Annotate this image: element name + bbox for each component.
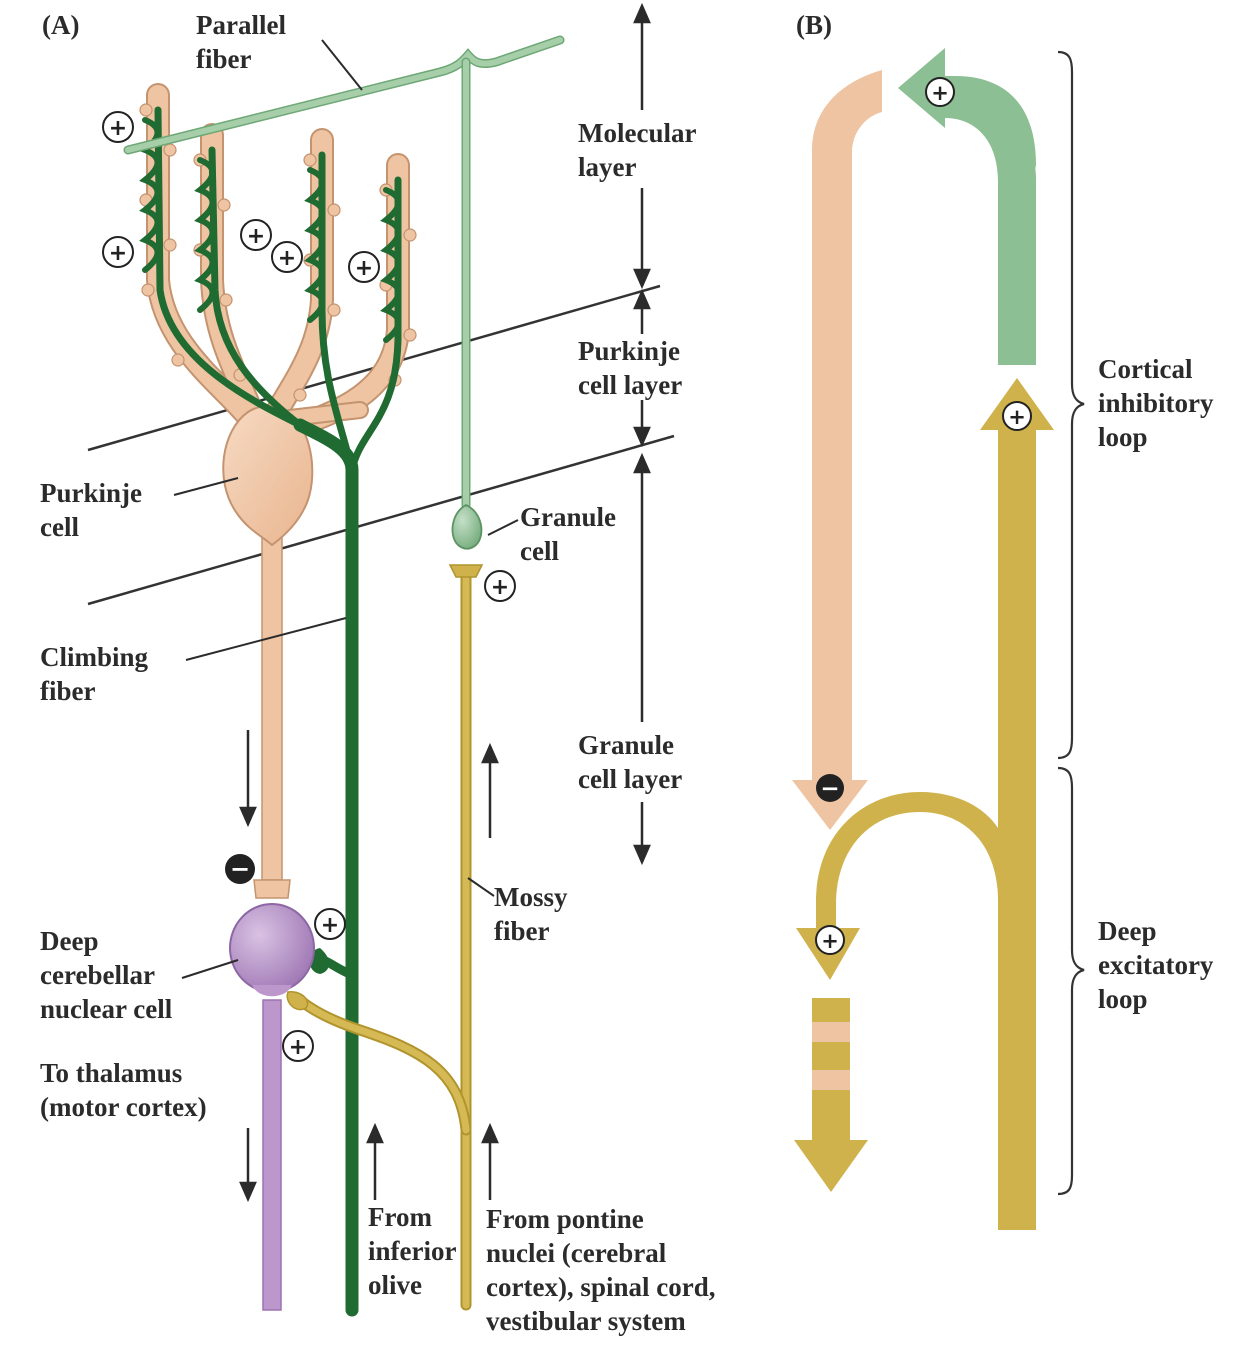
sign-plus-badge: + bbox=[815, 925, 845, 955]
svg-text:+: + bbox=[931, 81, 949, 105]
sign-plus-badge: + bbox=[348, 251, 380, 283]
svg-text:−: − bbox=[820, 776, 839, 802]
svg-text:+: + bbox=[821, 929, 839, 953]
deep-nuclear-axon bbox=[262, 999, 282, 1311]
sign-minus-badge: − bbox=[816, 774, 844, 802]
to-thalamus-label: To thalamus(motor cortex) bbox=[40, 1058, 207, 1122]
svg-text:+: + bbox=[109, 241, 127, 266]
sign-plus-badge: + bbox=[925, 77, 955, 107]
purkinje-axon bbox=[253, 534, 291, 899]
svg-text:−: − bbox=[230, 855, 250, 883]
layer-indicators bbox=[633, 2, 651, 866]
sign-plus-badge: + bbox=[1002, 401, 1032, 431]
svg-text:+: + bbox=[247, 224, 265, 249]
svg-text:+: + bbox=[355, 256, 373, 281]
sign-plus-badge: + bbox=[314, 908, 346, 940]
sign-plus-badge: + bbox=[271, 241, 303, 273]
svg-text:+: + bbox=[109, 116, 127, 141]
purkinje-down-arrow bbox=[792, 70, 882, 830]
climbing-fiber-wraps bbox=[139, 117, 402, 343]
sign-plus-badge: + bbox=[240, 219, 272, 251]
sign-plus-badge: + bbox=[282, 1030, 314, 1062]
svg-text:+: + bbox=[1008, 405, 1026, 429]
sign-plus-badge: + bbox=[102, 111, 134, 143]
mossy-up-arrow bbox=[980, 378, 1054, 1230]
climbing-fiber bbox=[154, 106, 402, 1317]
loop-braces bbox=[1057, 50, 1085, 1196]
panel-a-label: (A) bbox=[42, 10, 79, 40]
mossy-collateral-terminal bbox=[286, 991, 309, 1011]
sign-plus-badge: + bbox=[102, 236, 134, 268]
svg-text:+: + bbox=[289, 1035, 307, 1060]
panel-b-label: (B) bbox=[796, 10, 832, 40]
deep-excitatory-arc bbox=[796, 792, 998, 980]
svg-text:+: + bbox=[491, 575, 509, 600]
svg-text:+: + bbox=[278, 246, 296, 271]
sign-plus-badge: + bbox=[484, 570, 516, 602]
sign-minus-badge: − bbox=[225, 854, 255, 884]
svg-text:+: + bbox=[321, 913, 339, 938]
deep-nuclear-cell-body bbox=[229, 903, 315, 993]
mossy-fiber bbox=[294, 569, 472, 1311]
output-arrow bbox=[794, 998, 868, 1192]
leader-lines bbox=[173, 39, 519, 979]
granule-cell-body bbox=[451, 504, 483, 550]
layer-boundary-lower bbox=[87, 434, 675, 606]
parallel-fiber bbox=[123, 35, 565, 510]
flow-arrows bbox=[239, 730, 499, 1203]
mossy-terminal bbox=[448, 564, 484, 578]
